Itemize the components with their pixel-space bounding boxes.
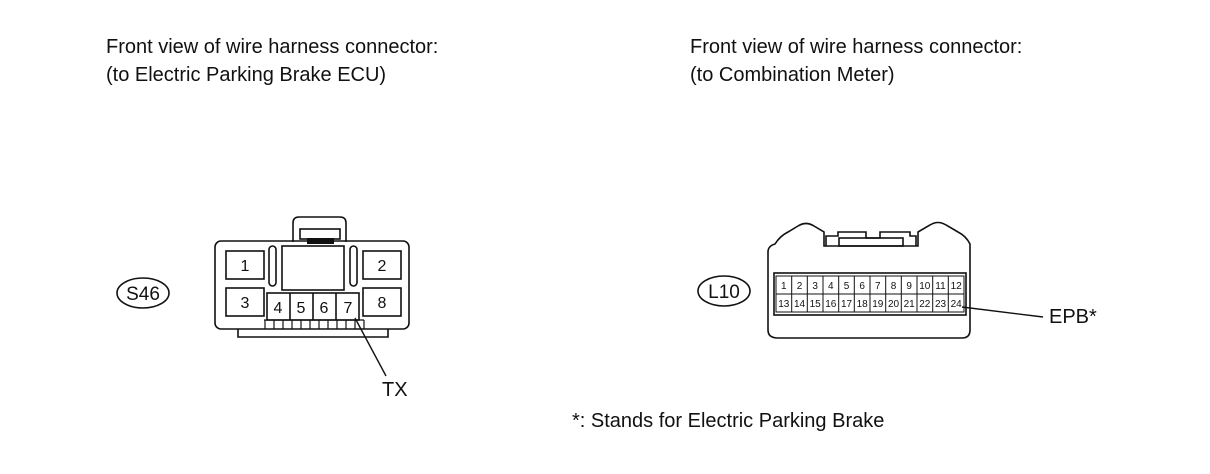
l10-code-badge <box>697 275 751 307</box>
epb-leader-line <box>961 306 1044 318</box>
l10-heading-line2: (to Combination Meter) <box>690 64 895 86</box>
l10-pin-5-label: 5 <box>844 281 850 292</box>
s46-pin-2 <box>362 250 402 280</box>
l10-pin-10-label: 10 <box>919 281 931 292</box>
l10-pin-6-label: 6 <box>859 281 865 292</box>
s46-pin-4-label: 4 <box>274 300 283 317</box>
s46-connector: S46 <box>116 216 410 377</box>
l10-pin-12-label: 12 <box>951 281 963 292</box>
l10-heading-line1: Front view of wire harness connector: <box>690 36 1023 58</box>
l10-pin-21-label: 21 <box>904 299 916 310</box>
s46-pin-3-label: 3 <box>241 295 250 312</box>
l10-pin-24-label: 24 <box>951 299 963 310</box>
tx-signal-label: TX <box>382 379 408 401</box>
s46-code-text: S46 <box>126 284 160 305</box>
s46-pin-7-label: 7 <box>344 300 353 317</box>
s46-code-badge <box>116 277 170 309</box>
l10-pin-22-label: 22 <box>919 299 931 310</box>
s46-heading-line2: (to Electric Parking Brake ECU) <box>106 64 387 86</box>
s46-heading: Front view of wire harness connector: (t… <box>106 33 438 89</box>
l10-pin-17-label: 17 <box>841 299 853 310</box>
l10-pin-14-label: 14 <box>794 299 806 310</box>
s46-body <box>214 240 410 330</box>
footnote: *: Stands for Electric Parking Brake <box>572 410 885 432</box>
l10-pin-20-label: 20 <box>888 299 900 310</box>
l10-pin-18-label: 18 <box>857 299 869 310</box>
l10-body <box>767 221 971 339</box>
l10-pin-19-label: 19 <box>872 299 884 310</box>
s46-bottom-ticks <box>264 319 365 329</box>
s46-latch <box>292 216 347 242</box>
l10-pin-11-label: 11 <box>935 281 946 292</box>
s46-pin-8 <box>362 287 402 317</box>
l10-pin-13-label: 13 <box>778 299 790 310</box>
l10-heading: Front view of wire harness connector: (t… <box>690 33 1022 89</box>
s46-heading-line1: Front view of wire harness connector: <box>106 36 439 58</box>
s46-pin-8-label: 8 <box>378 295 387 312</box>
s46-pin-2-label: 2 <box>378 258 387 275</box>
l10-pin-2-label: 2 <box>797 281 803 292</box>
l10-pin-15-label: 15 <box>810 299 822 310</box>
l10-pin-4-label: 4 <box>828 281 834 292</box>
s46-pin-1 <box>225 250 265 280</box>
s46-pin-6-label: 6 <box>320 300 329 317</box>
l10-code-text: L10 <box>708 282 740 303</box>
l10-pin-8-label: 8 <box>891 281 897 292</box>
s46-pin-3 <box>225 287 265 317</box>
l10-connector: L10 1 2 3 4 5 6 7 8 <box>697 221 1044 339</box>
epb-signal-label: EPB* <box>1049 306 1097 328</box>
s46-pin-1-label: 1 <box>241 258 250 275</box>
l10-pin-16-label: 16 <box>825 299 837 310</box>
l10-pin-23-label: 23 <box>935 299 947 310</box>
l10-pin-9-label: 9 <box>906 281 912 292</box>
s46-pin-5-label: 5 <box>297 300 306 317</box>
tx-leader-line <box>354 317 387 377</box>
l10-pin-3-label: 3 <box>812 281 818 292</box>
l10-pin-1-label: 1 <box>781 281 787 292</box>
l10-pin-7-label: 7 <box>875 281 881 292</box>
l10-pin-grid <box>775 275 965 313</box>
